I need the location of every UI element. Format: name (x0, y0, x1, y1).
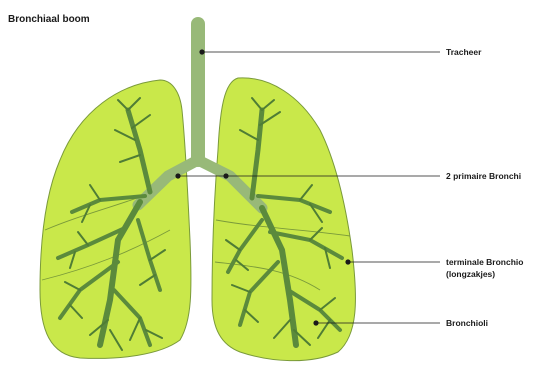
leader-dot-tracheer (199, 49, 204, 54)
leader-dot-bronchioli (313, 320, 318, 325)
label-longzakjes: (longzakjes) (446, 269, 495, 279)
label-terminale-bronchio: terminale Bronchio (446, 257, 523, 267)
label-tracheer: Tracheer (446, 47, 482, 57)
right-lung (212, 78, 355, 361)
leader-dot-terminale (345, 259, 350, 264)
leader-dot-primaire-left (175, 173, 180, 178)
label-bronchioli: Bronchioli (446, 318, 488, 328)
label-primaire-bronchi: 2 primaire Bronchi (446, 171, 521, 181)
diagram-title: Bronchiaal boom (8, 14, 90, 25)
labels: Tracheer 2 primaire Bronchi terminale Br… (446, 47, 523, 328)
